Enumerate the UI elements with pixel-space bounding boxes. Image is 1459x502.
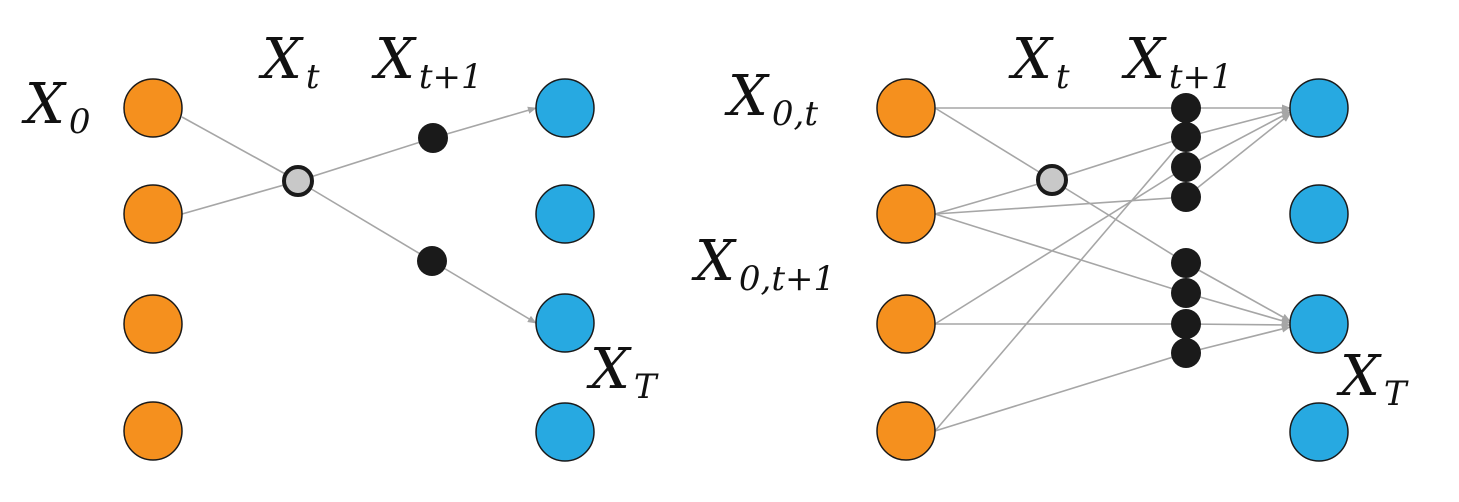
edge-mid-inter-top [297,137,434,182]
intermediate-node [1171,309,1201,339]
target-node [1289,402,1349,462]
intermediate-node [1171,122,1201,152]
intermediate-node [1171,338,1201,368]
intermediate-node [1171,182,1201,212]
edge-src1-mid [181,180,299,215]
edge [934,166,1187,325]
edge-src0-mid [181,116,299,182]
edge [1185,111,1291,168]
edge [1185,321,1291,329]
target-node [535,184,595,244]
edge [934,179,1053,215]
edge [934,107,1053,181]
target-node [1289,184,1349,244]
edge [1185,108,1291,138]
target-node [535,78,595,138]
source-node [876,78,936,138]
intermediate-node [1171,278,1201,308]
edge-inter-bottom-tgt2 [431,260,537,324]
source-node [123,401,183,461]
edge [1185,292,1291,325]
edge [934,352,1187,432]
intermediate-node [1171,152,1201,182]
intermediate-node [1171,93,1201,123]
source-node [123,294,183,354]
source-node [876,401,936,461]
target-node [535,293,595,353]
midpoint-node [1036,164,1068,196]
edge [1185,113,1291,198]
edge [934,136,1187,432]
edge-inter-top-tgt0 [432,106,537,139]
edge [1051,179,1187,264]
target-node [1289,78,1349,138]
intermediate-node [417,246,447,276]
edge [1051,136,1187,181]
edge [934,213,1187,294]
edge [1185,262,1291,322]
edge [1185,325,1291,354]
edge-mid-inter-bottom [297,180,433,262]
edge [934,196,1187,215]
target-node [535,402,595,462]
intermediate-node [1171,248,1201,278]
source-node [123,184,183,244]
target-node [1289,294,1349,354]
source-node [123,78,183,138]
source-node [876,184,936,244]
intermediate-node [418,123,448,153]
source-node [876,294,936,354]
midpoint-node [282,165,314,197]
